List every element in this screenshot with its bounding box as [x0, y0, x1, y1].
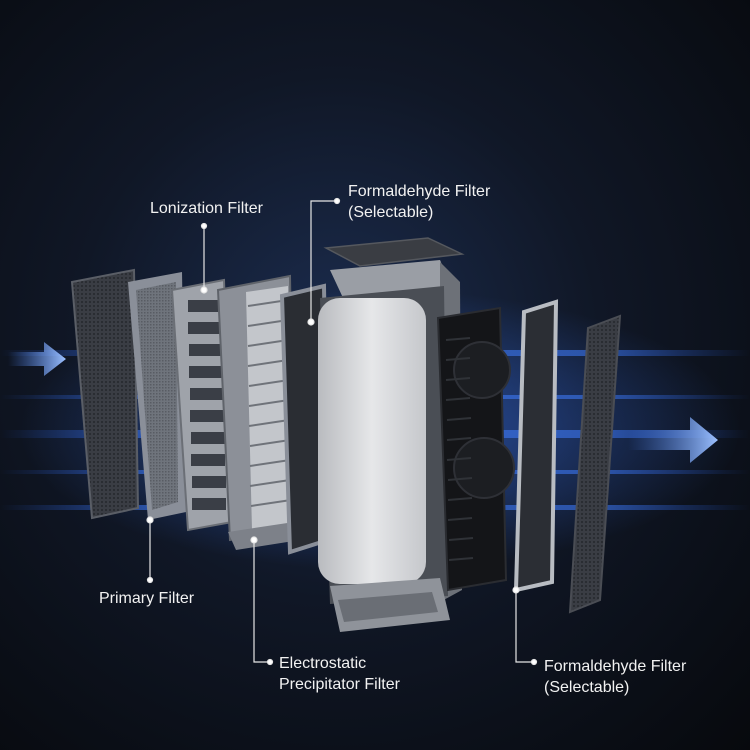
callout-formaldehyde-filter-bottom: Formaldehyde Filter (Selectable) [544, 656, 686, 698]
callout-formaldehyde-filter-bottom-line2: (Selectable) [544, 679, 630, 696]
formaldehyde-filter-rear-panel [513, 299, 559, 593]
callout-electrostatic-line2: Precipitator Filter [279, 676, 400, 693]
inlet-arrow-icon [8, 342, 66, 376]
callout-primary-filter-line1: Primary Filter [99, 590, 195, 607]
callout-electrostatic-line1: Electrostatic [279, 655, 367, 672]
primary-filter-panel [128, 272, 186, 520]
callout-electrostatic-precipitator-filter: Electrostatic Precipitator Filter [279, 653, 400, 695]
callout-leader-lines [146, 197, 538, 666]
ionization-filter-panel [170, 278, 234, 532]
rear-mesh-panel [568, 314, 622, 614]
callout-primary-filter: Primary Filter [99, 588, 194, 609]
fan-module [436, 306, 515, 592]
front-panel [318, 298, 426, 584]
callout-ionization-filter: Lonization Filter [150, 198, 263, 219]
purifier-housing [318, 237, 465, 632]
pre-filter-mesh-panel [70, 268, 140, 520]
callout-formaldehyde-filter-top-line2: (Selectable) [348, 204, 434, 221]
electrostatic-precipitator-panel [216, 274, 300, 550]
callout-formaldehyde-filter-top-line1: Formaldehyde Filter [348, 183, 491, 200]
callout-formaldehyde-filter-bottom-line1: Formaldehyde Filter [544, 658, 687, 675]
top-cover [323, 237, 465, 267]
outlet-arrow-icon [628, 417, 718, 463]
callout-formaldehyde-filter-top: Formaldehyde Filter (Selectable) [348, 181, 490, 223]
callout-ionization-filter-line1: Lonization Filter [150, 200, 263, 217]
